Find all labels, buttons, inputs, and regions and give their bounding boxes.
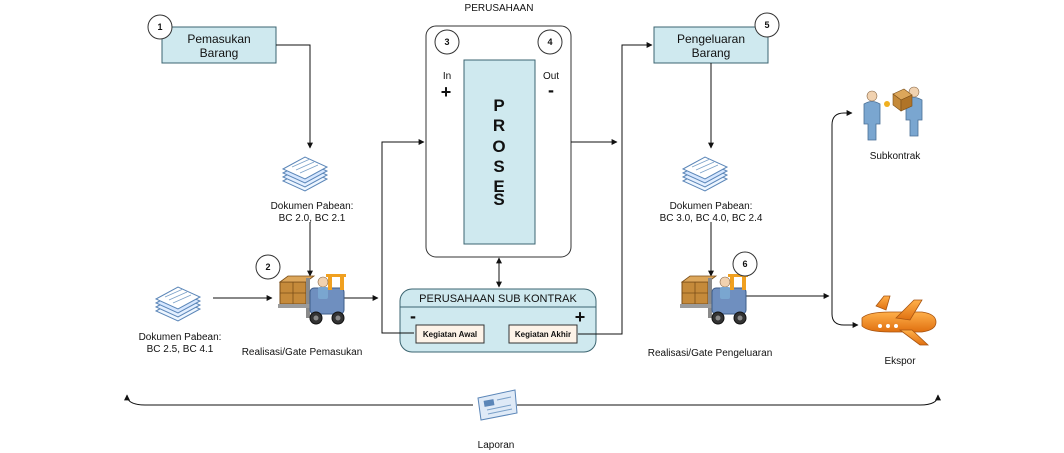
- pengeluaran-line2: Barang: [692, 46, 731, 60]
- process-bar: [463, 59, 536, 245]
- step-badge-6: 6: [732, 251, 758, 277]
- step-badge-1: 1: [147, 14, 173, 40]
- out-minus-sign: -: [548, 80, 554, 100]
- step-badge-5: 5: [754, 12, 780, 38]
- ekspor-plane-icon: [861, 295, 937, 346]
- pengeluaran-line1: Pengeluaran: [677, 32, 745, 46]
- badge-2-label: 2: [265, 262, 270, 272]
- subkontrak-company-box: PERUSAHAAN SUB KONTRAK - + Kegiatan Awal…: [399, 288, 597, 353]
- customs-docs-out-icon: [682, 156, 728, 192]
- badge-6-label: 6: [742, 259, 747, 269]
- connectors: [124, 42, 941, 406]
- step-badge-4: 4: [537, 29, 563, 55]
- docs-in-left-line2: BC 2.5, BC 4.1: [147, 344, 214, 355]
- arrow-to-process-in: [381, 139, 425, 334]
- arrow-to-subkontrak: [831, 110, 853, 296]
- gate-in-forklift-icon: [277, 273, 347, 325]
- badge-4-label: 4: [547, 37, 552, 47]
- kegiatan-awal-box: [415, 324, 485, 344]
- kegiatan-akhir-box: [508, 324, 578, 344]
- gate-out-forklift-icon: [679, 273, 749, 325]
- report-arrow-right: [517, 394, 941, 406]
- arrow-pemasukan-to-docs: [276, 44, 313, 149]
- pengeluaran-barang-box: Pengeluaran Barang: [653, 26, 769, 64]
- gate-in-label: Realisasi/Gate Pemasukan: [242, 347, 363, 358]
- proses-letter-3: O: [492, 137, 505, 156]
- subkontrak-people-icon: [863, 86, 923, 141]
- docs-out-line2: BC 3.0, BC 4.0, BC 2.4: [660, 213, 763, 224]
- out-label: Out: [543, 71, 559, 82]
- kegiatan-awal-label: Kegiatan Awal: [423, 330, 477, 339]
- step-badge-3: 3: [434, 29, 460, 55]
- docs-in-top-line1: Dokumen Pabean:: [271, 201, 354, 212]
- subkontrak-plus-sign: +: [575, 307, 586, 327]
- proses-letter-5: E: [493, 177, 504, 196]
- in-plus-sign: +: [441, 82, 452, 102]
- report-arrow-left: [124, 394, 473, 406]
- report-document-icon: [477, 389, 518, 421]
- arrow-to-ekspor: [831, 296, 859, 328]
- kegiatan-akhir-label: Kegiatan Akhir: [515, 330, 571, 339]
- subkontrak-minus-sign: -: [410, 306, 416, 326]
- process-container: P R O S E S In + Out -: [425, 25, 572, 258]
- customs-docs-in-top-icon: [282, 156, 328, 192]
- badge-3-label: 3: [444, 37, 449, 47]
- step-badge-2: 2: [255, 254, 281, 280]
- proses-letter-1: P: [493, 96, 504, 115]
- badge-5-label: 5: [764, 20, 769, 30]
- customs-docs-in-left-icon: [155, 286, 201, 322]
- report-label: Laporan: [478, 440, 515, 451]
- docs-out-line1: Dokumen Pabean:: [670, 201, 753, 212]
- subkontrak-title: PERUSAHAAN SUB KONTRAK: [419, 293, 577, 305]
- company-title: PERUSAHAAN: [465, 3, 534, 14]
- arrow-subkontrak-to-pengeluaran: [578, 42, 653, 335]
- badge-1-label: 1: [157, 22, 162, 32]
- proses-letter-4: S: [493, 157, 504, 176]
- pemasukan-barang-box: Pemasukan Barang: [161, 26, 277, 64]
- docs-in-left-line1: Dokumen Pabean:: [139, 332, 222, 343]
- gate-out-label: Realisasi/Gate Pengeluaran: [648, 348, 773, 359]
- proses-letter-2: R: [493, 116, 505, 135]
- pemasukan-line1: Pemasukan: [187, 32, 250, 46]
- docs-in-top-line2: BC 2.0, BC 2.1: [279, 213, 346, 224]
- proses-letter-6: S: [493, 190, 504, 209]
- in-label: In: [443, 71, 451, 82]
- ekspor-label: Ekspor: [884, 356, 916, 367]
- subkontrak-label: Subkontrak: [870, 151, 922, 162]
- pemasukan-line2: Barang: [200, 46, 239, 60]
